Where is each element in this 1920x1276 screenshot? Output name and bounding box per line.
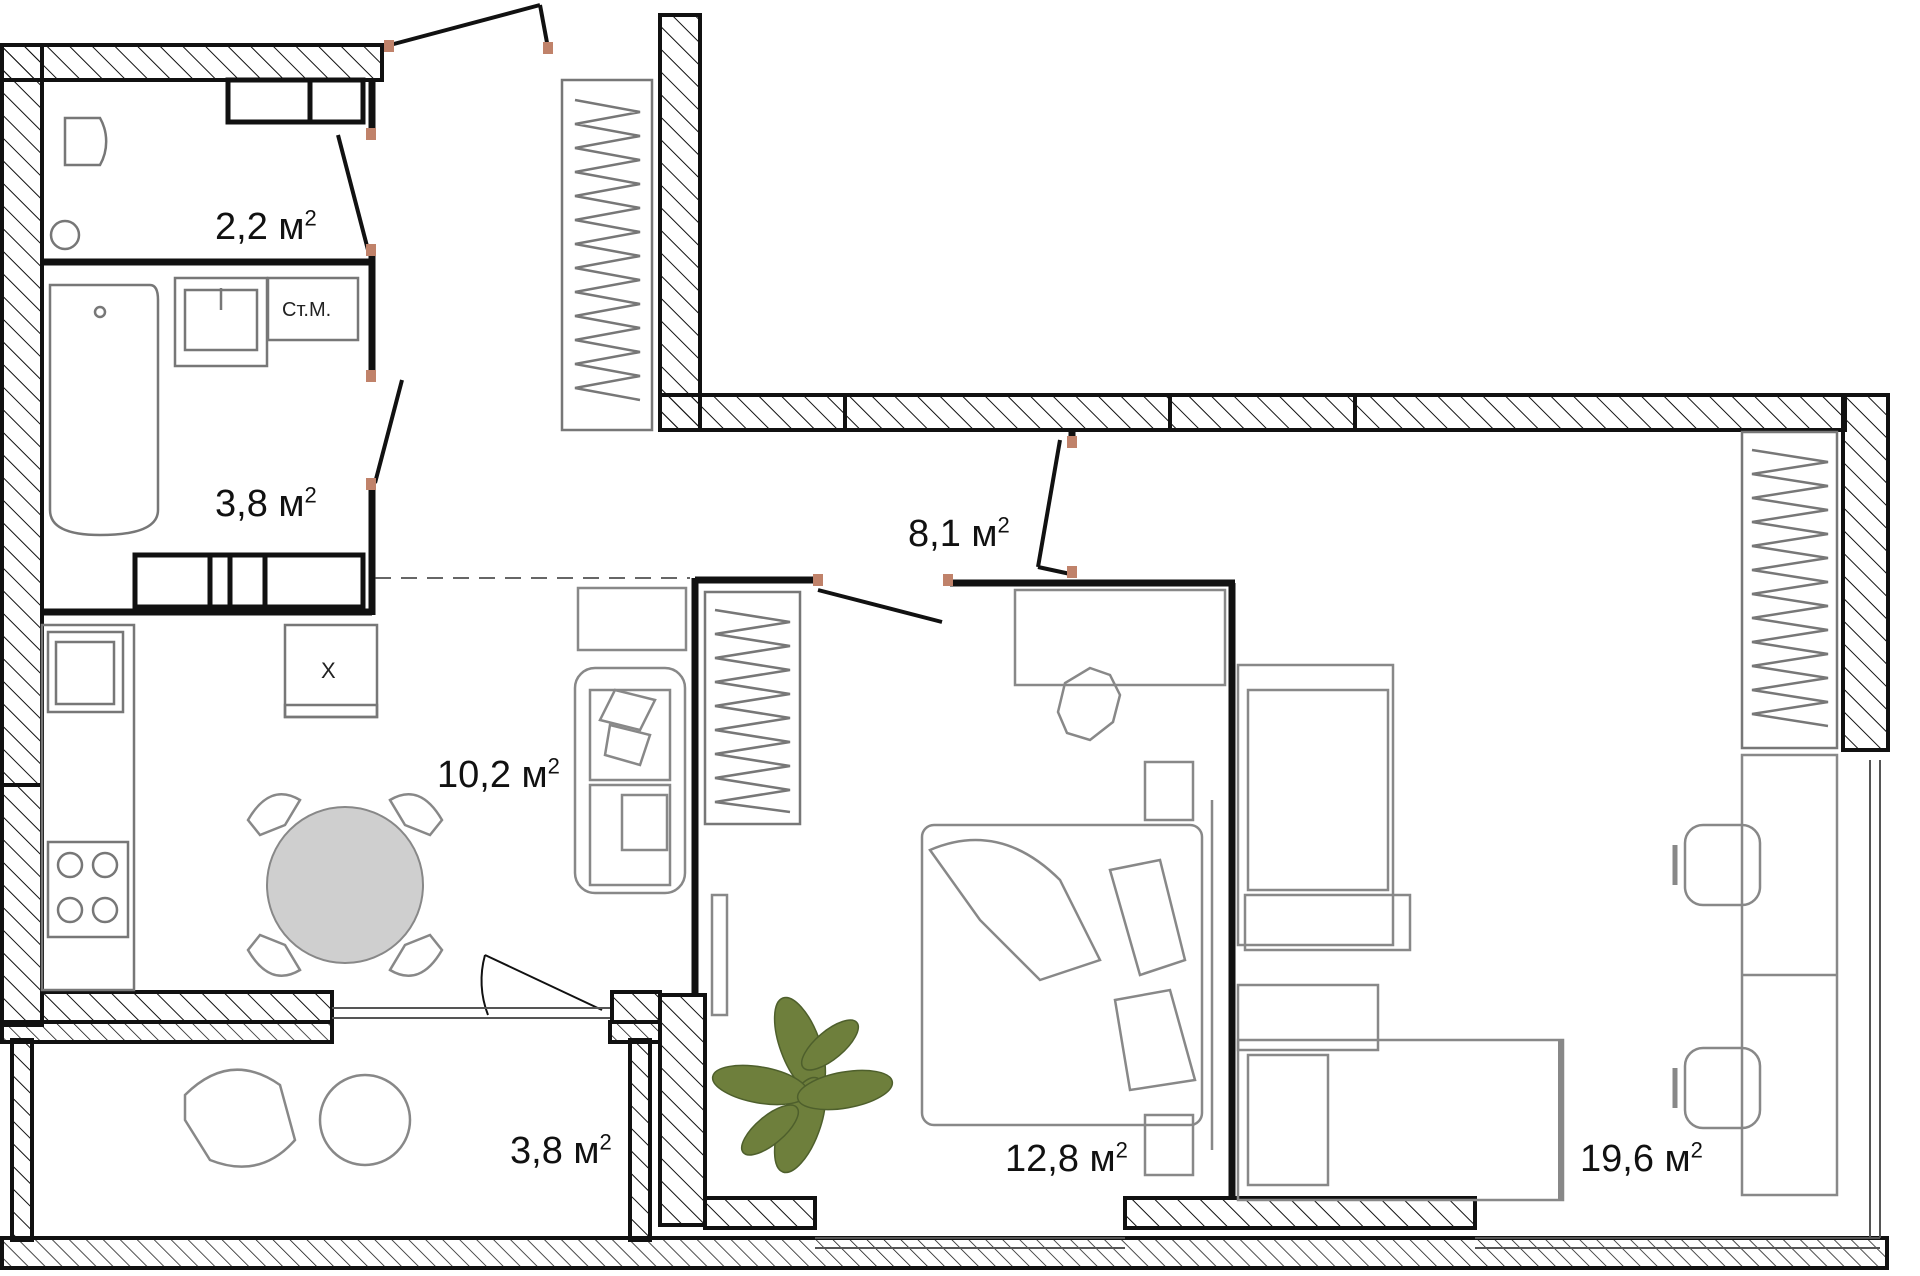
wall-shaft-right [658, 13, 702, 432]
area-exp: 2 [599, 1129, 612, 1155]
area-label-bathroom: 3,8 м2 [215, 482, 317, 525]
wall-top-right-4 [1353, 393, 1847, 432]
wardrobe-living [1740, 430, 1839, 750]
hall-furniture [573, 586, 688, 895]
wall-living-bottom [1123, 1196, 1477, 1230]
area-label-bedroom: 12,8 м2 [1005, 1137, 1128, 1180]
balcony-parapet-left [10, 1038, 34, 1242]
nightstand-1 [1143, 760, 1195, 822]
balcony-parapet-top [0, 1020, 334, 1044]
area-exp: 2 [1115, 1137, 1128, 1163]
toilet-icon [63, 116, 108, 167]
wardrobe-bedroom [703, 590, 802, 826]
wardrobe-hall [560, 78, 654, 432]
bedroom-door-leaf [710, 893, 729, 1017]
washing-machine-label: Ст.М. [282, 299, 332, 321]
plant-icon [711, 996, 894, 1174]
area-label-balcony: 3,8 м2 [510, 1129, 612, 1172]
kitchen-sink-icon [46, 630, 125, 714]
area-exp: 2 [304, 482, 317, 508]
office-chair-1 [1672, 823, 1762, 907]
area-unit: м [573, 1130, 600, 1172]
area-unit: м [278, 483, 305, 525]
area-value: 10,2 [437, 754, 511, 796]
area-label-kitchen: 10,2 м2 [437, 753, 560, 796]
bath-shelf [132, 552, 366, 610]
door-markers [366, 40, 1077, 586]
wall-bedroom-bottom [703, 1196, 817, 1230]
wall-right [1841, 393, 1890, 752]
stove-icon [46, 840, 130, 939]
bath-door [373, 379, 404, 484]
area-label-living-room: 19,6 м2 [1580, 1137, 1703, 1180]
wall-kitchen-bottom [40, 990, 334, 1024]
area-value: 12,8 [1005, 1138, 1079, 1180]
living-furniture [1236, 663, 1839, 1202]
bath-fixtures [48, 276, 360, 537]
wall-left-lower [0, 783, 44, 1027]
area-unit: м [278, 206, 305, 248]
office-chair-2 [1672, 1046, 1762, 1130]
area-exp: 2 [997, 512, 1010, 538]
area-unit: м [1664, 1138, 1691, 1180]
kitchen-counter [40, 623, 136, 992]
area-exp: 2 [1690, 1137, 1703, 1163]
wall-top-right-3 [1168, 393, 1357, 432]
wall-bedroom-left [658, 993, 707, 1227]
area-unit: м [521, 754, 548, 796]
dining-set [246, 792, 444, 978]
bedroom-door [817, 588, 943, 624]
doors [336, 3, 1076, 1016]
walls [0, 13, 1890, 1270]
double-bed [920, 823, 1204, 1127]
area-value: 2,2 [215, 206, 268, 248]
sofa-chair [573, 666, 687, 895]
area-value: 8,1 [908, 513, 961, 555]
wall-balcony-stub [610, 990, 662, 1024]
living-door [1036, 439, 1062, 568]
balcony-parapet-right [628, 1038, 652, 1242]
fridge-label: Х [321, 658, 336, 683]
single-bed [1236, 1038, 1565, 1202]
area-unit: м [971, 513, 998, 555]
stool [1056, 666, 1122, 742]
kitchen-fixtures [40, 623, 379, 992]
area-value: 3,8 [510, 1130, 563, 1172]
area-unit: м [1089, 1138, 1116, 1180]
wc-fixtures [49, 116, 108, 251]
wall-top-right-1 [658, 393, 847, 432]
dining-table [266, 806, 424, 964]
wall-top-left [0, 43, 384, 82]
balcony-furniture [183, 1068, 412, 1168]
armchair [183, 1068, 297, 1168]
washing-machine-box [266, 276, 360, 342]
area-exp: 2 [547, 753, 560, 779]
wc-door [336, 134, 370, 251]
area-label-hallway: 8,1 м2 [908, 512, 1010, 555]
desk [1013, 588, 1227, 687]
area-value: 19,6 [1580, 1138, 1654, 1180]
area-exp: 2 [304, 205, 317, 231]
wc-shelf [225, 77, 366, 125]
balcony-door [484, 954, 603, 1011]
wall-left-upper [0, 43, 44, 787]
wc-sink-icon [49, 219, 81, 251]
balcony-parapet-top-2 [608, 1020, 662, 1044]
balcony-table [318, 1073, 412, 1167]
bench [576, 586, 688, 652]
area-value: 3,8 [215, 483, 268, 525]
windows [332, 760, 1881, 1249]
entrance-door [389, 3, 541, 47]
facade-bottom [0, 1236, 1889, 1270]
wall-top-right-2 [843, 393, 1172, 432]
bedroom-furniture [710, 588, 1227, 1177]
bunk-bed [1236, 663, 1395, 947]
bathtub-icon [48, 283, 160, 537]
partitions [42, 80, 1236, 1200]
nightstand-2 [1143, 1113, 1195, 1177]
area-label-wc: 2,2 м2 [215, 205, 317, 248]
